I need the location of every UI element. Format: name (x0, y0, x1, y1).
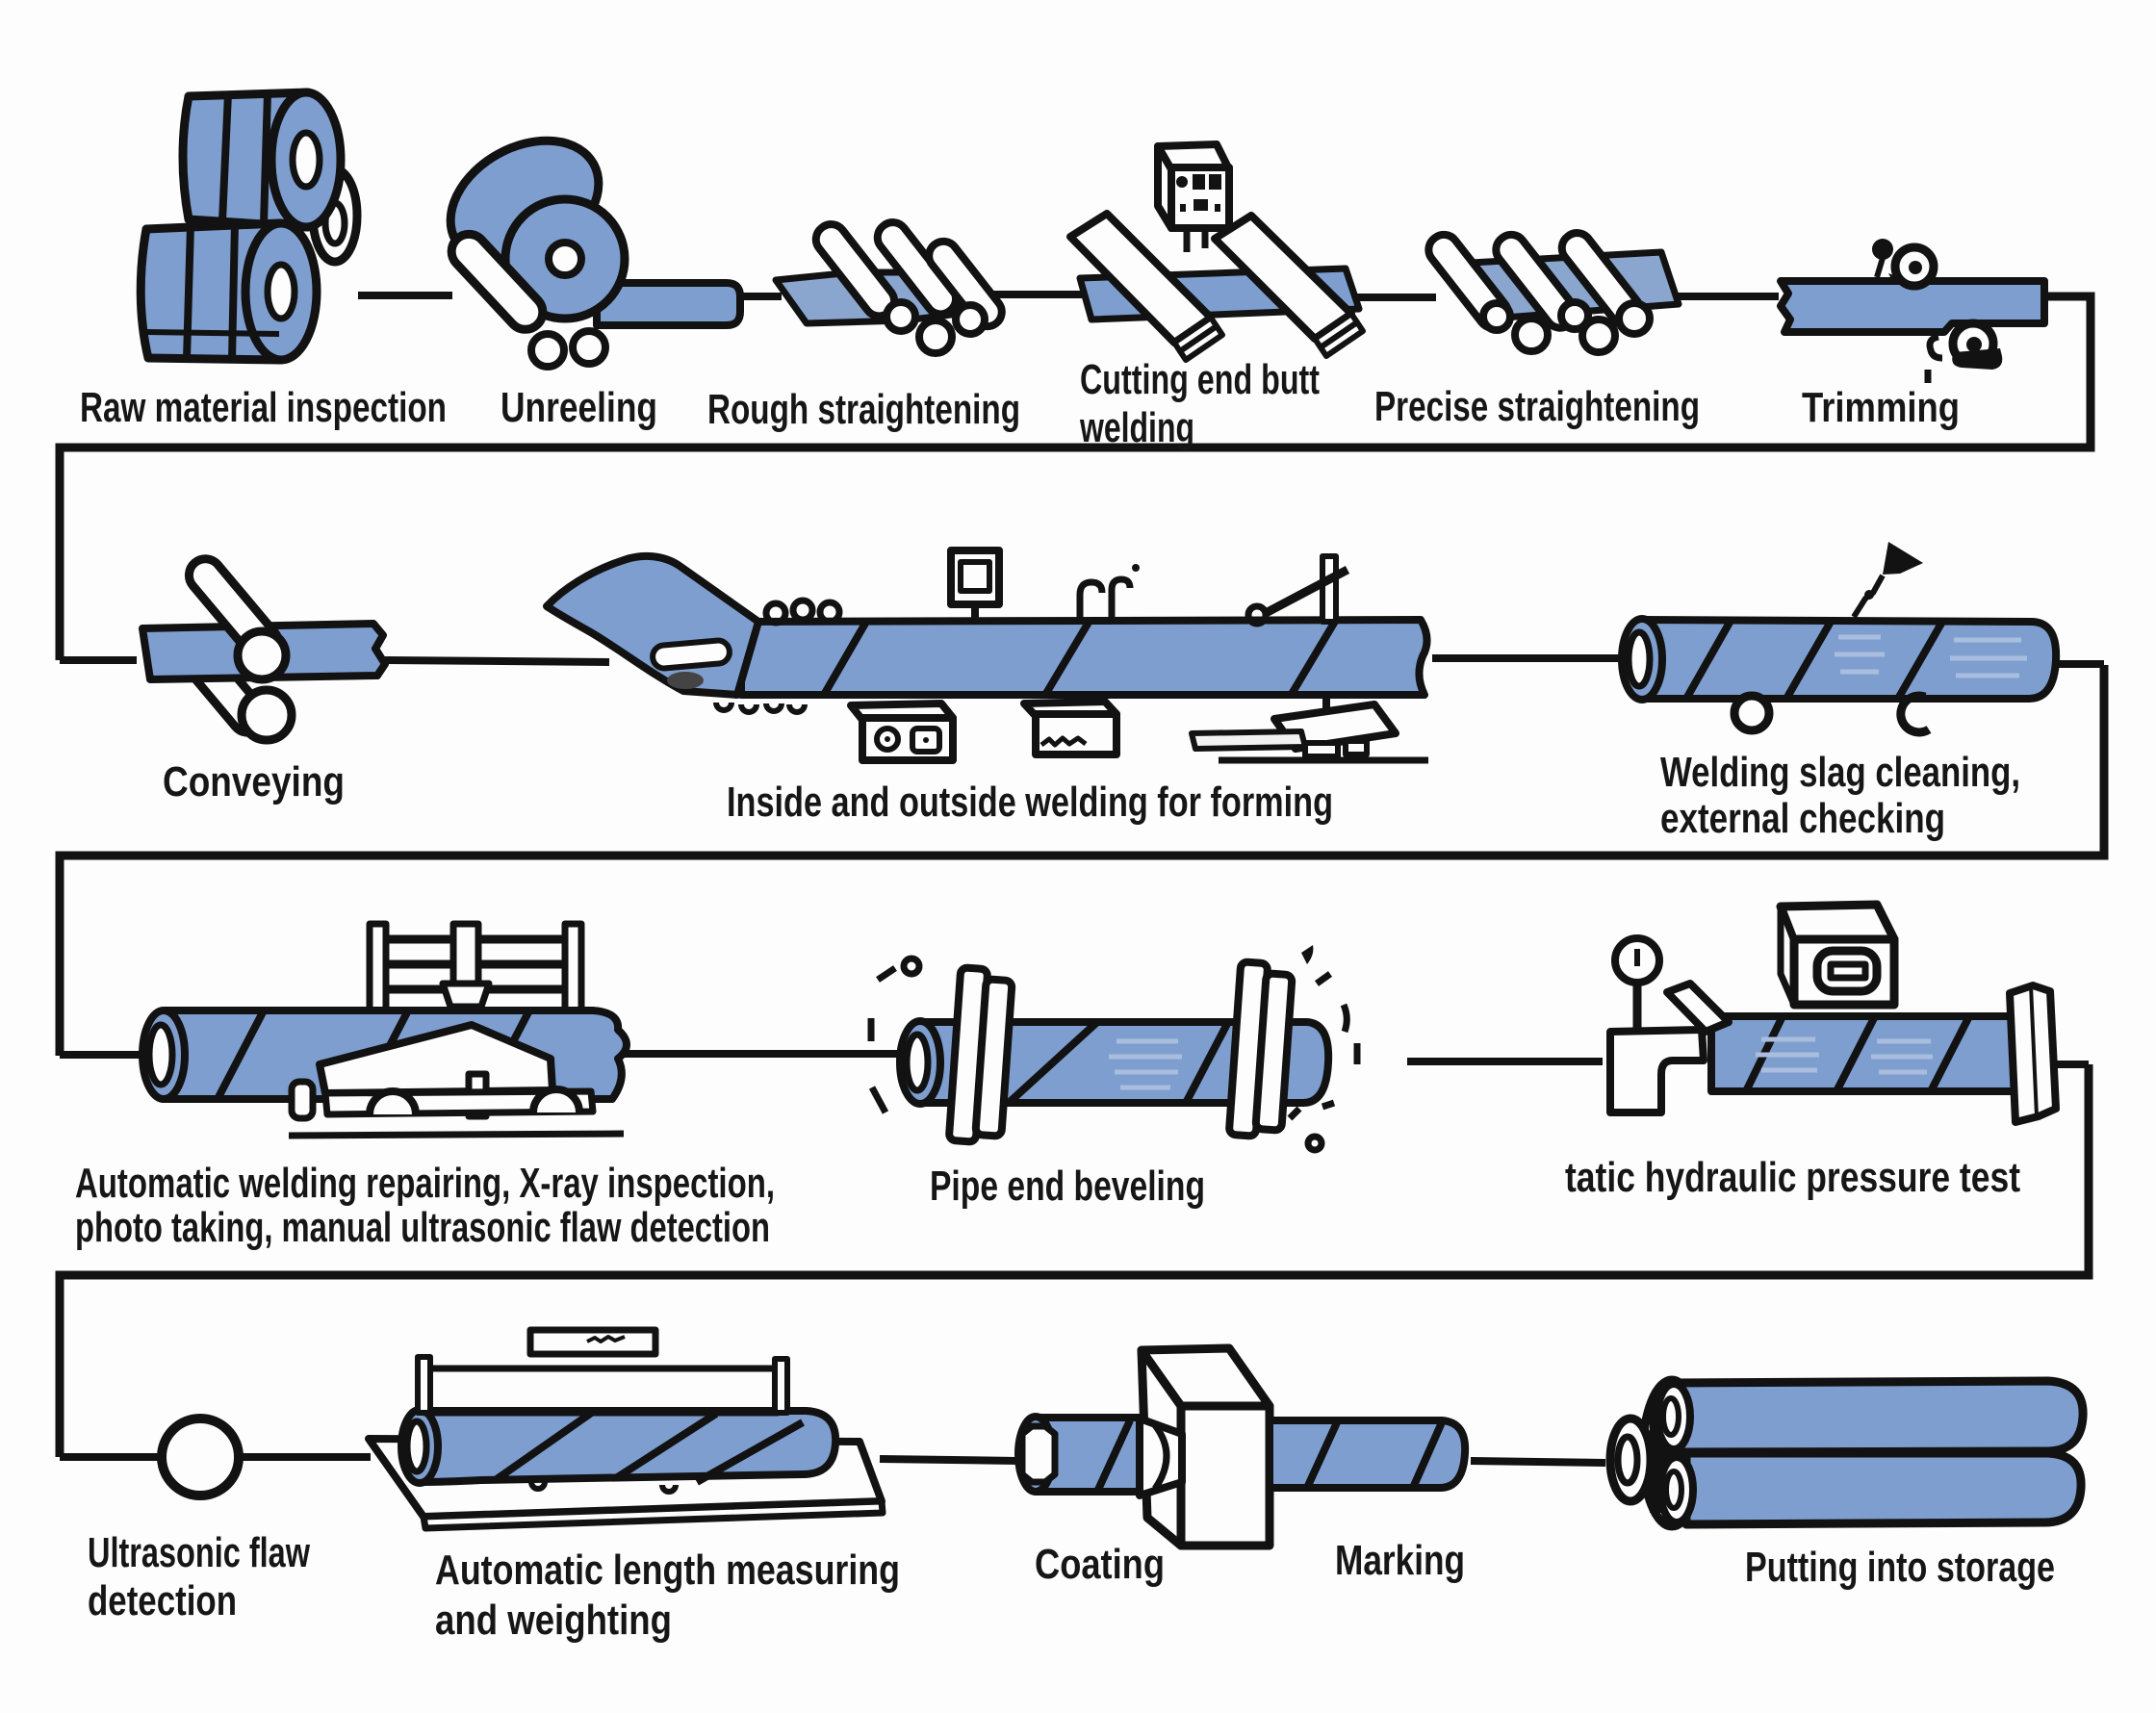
svg-text:Automatic length measuring: Automatic length measuring (435, 1547, 900, 1594)
svg-text:Inside and outside welding for: Inside and outside welding for forming (727, 779, 1333, 826)
svg-text:Putting into storage: Putting into storage (1745, 1544, 2055, 1591)
svg-text:Raw material inspection: Raw material inspection (80, 384, 447, 431)
svg-text:Conveying: Conveying (163, 758, 345, 805)
svg-text:Precise straightening: Precise straightening (1374, 383, 1700, 430)
svg-text:tatic hydraulic pressure test: tatic hydraulic pressure test (1565, 1154, 2020, 1201)
svg-text:Unreeling: Unreeling (500, 384, 657, 431)
svg-text:detection: detection (88, 1577, 237, 1624)
svg-text:Welding slag cleaning,: Welding slag cleaning, (1660, 749, 2020, 796)
svg-text:external checking: external checking (1660, 795, 1945, 842)
svg-text:Trimming: Trimming (1802, 384, 1960, 431)
svg-text:Pipe end beveling: Pipe end beveling (930, 1163, 1205, 1210)
svg-text:and weighting: and weighting (435, 1597, 672, 1644)
svg-text:Cutting end butt: Cutting end butt (1080, 356, 1320, 403)
svg-text:Rough straightening: Rough straightening (707, 386, 1020, 433)
svg-text:Marking: Marking (1335, 1537, 1465, 1584)
svg-text:photo taking, manual ultrasoni: photo taking, manual ultrasonic flaw det… (75, 1204, 770, 1251)
svg-text:Ultrasonic flaw: Ultrasonic flaw (88, 1529, 311, 1576)
svg-text:Automatic welding repairing, X: Automatic welding repairing, X-ray inspe… (75, 1160, 775, 1207)
svg-text:Coating: Coating (1035, 1541, 1165, 1588)
svg-text:welding: welding (1079, 404, 1194, 451)
